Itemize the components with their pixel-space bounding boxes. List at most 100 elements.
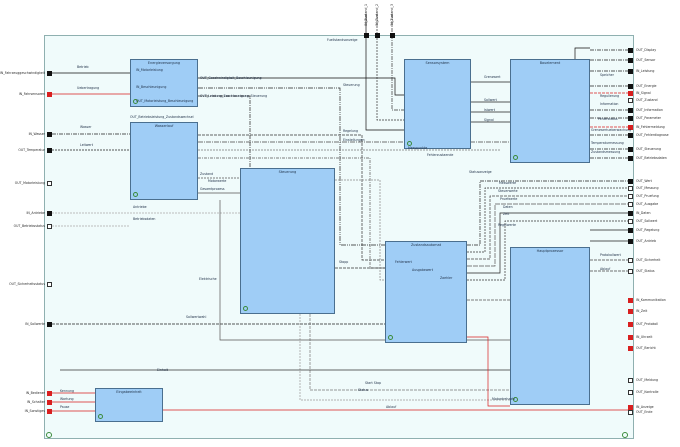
right-port-pin[interactable] xyxy=(628,47,633,53)
block-eingabeeinheit[interactable]: Eingabeeinheit xyxy=(95,388,163,422)
right-port-pin[interactable] xyxy=(628,345,633,351)
right-port-pin[interactable] xyxy=(628,146,633,152)
right-port-label: OUT_Protokoll xyxy=(636,322,659,326)
right-port-pin[interactable] xyxy=(628,115,633,121)
right-port-pin[interactable] xyxy=(628,185,633,191)
block-status-icon xyxy=(407,141,412,146)
block-status-icon xyxy=(388,335,393,340)
right-port-pin[interactable] xyxy=(628,257,633,263)
right-port-pin[interactable] xyxy=(628,193,633,199)
wire xyxy=(590,259,630,272)
wire xyxy=(299,314,510,401)
right-port-pin[interactable] xyxy=(628,268,633,274)
right-port-pin[interactable] xyxy=(628,321,633,327)
signal-label: OUT_Betriebsleistung_Zustandswechsel xyxy=(130,115,194,119)
right-port-pin[interactable] xyxy=(628,68,633,74)
signal-label: Regelwerte xyxy=(498,223,516,227)
right-port-pin[interactable] xyxy=(628,83,633,89)
wire xyxy=(52,392,95,412)
right-port-label: IN_Leistung xyxy=(636,69,655,73)
right-port-label: OUT_Sensor xyxy=(636,58,656,62)
right-port-pin[interactable] xyxy=(628,334,633,340)
wire xyxy=(467,180,630,246)
left-port-pin[interactable] xyxy=(47,180,52,186)
right-port-pin[interactable] xyxy=(628,155,633,161)
right-port-pin[interactable] xyxy=(628,107,633,113)
left-port-label: IN_Schalter xyxy=(26,400,45,404)
block-title: Hauptprozessor xyxy=(536,249,564,253)
right-port-label: IN_Fehlermeldung xyxy=(636,125,665,129)
right-port-pin[interactable] xyxy=(628,210,633,216)
block-status-icon xyxy=(133,192,138,197)
top-port-pin[interactable] xyxy=(389,33,395,38)
right-port-label: OUT_Antrieb xyxy=(636,239,657,243)
left-port-label: OUT_Motorleistung xyxy=(14,181,45,185)
signal-label: Ablauf xyxy=(386,405,397,409)
right-port-pin[interactable] xyxy=(628,238,633,244)
block-status-icon xyxy=(513,155,518,160)
right-port-label: OUT_Sicherheit xyxy=(636,258,661,262)
right-port-label: IN_Daten xyxy=(636,211,651,215)
left-port-pin[interactable] xyxy=(47,147,52,153)
right-port-pin[interactable] xyxy=(628,178,633,184)
left-port-pin[interactable] xyxy=(47,223,52,229)
right-port-pin[interactable] xyxy=(628,90,633,96)
left-port-pin[interactable] xyxy=(47,210,52,216)
signal-label: Grenzwert xyxy=(484,75,501,79)
top-port-pin[interactable] xyxy=(374,33,380,38)
right-port-pin[interactable] xyxy=(628,297,633,303)
right-port-pin[interactable] xyxy=(628,218,633,224)
left-port-pin[interactable] xyxy=(47,408,52,414)
signal-label: Ablauf xyxy=(600,267,611,271)
block-steuerung[interactable]: Steuerung xyxy=(240,168,335,314)
wire xyxy=(467,195,630,260)
signal-label: Status xyxy=(358,388,369,392)
left-port-pin[interactable] xyxy=(47,399,52,405)
right-port-pin[interactable] xyxy=(628,227,633,233)
signal-label: OUT_Motorleistung_Beschleunigung xyxy=(136,99,194,103)
block-hauptprozessor[interactable]: Hauptprozessor xyxy=(510,247,590,405)
left-port-label: IN_Fahrsensoren xyxy=(18,92,45,96)
wire xyxy=(376,14,404,121)
right-port-pin[interactable] xyxy=(628,57,633,63)
right-port-pin[interactable] xyxy=(628,124,633,130)
left-port-pin[interactable] xyxy=(47,131,52,137)
block-zustandsautomat[interactable]: Zustandsautomat xyxy=(385,241,467,343)
block-status-icon xyxy=(243,306,248,311)
right-port-pin[interactable] xyxy=(628,201,633,207)
wire xyxy=(467,187,630,253)
left-port-label: IN_Sonstiges xyxy=(24,409,45,413)
signal-label: OUT_Leistung_Beschleunigung_Steuerung xyxy=(200,94,268,98)
right-port-label: IN_Anzeige xyxy=(636,405,654,409)
right-port-label: OUT_Status xyxy=(636,269,655,273)
block-wasserlauf[interactable]: Wasserlauf xyxy=(130,122,198,200)
right-port-pin[interactable] xyxy=(628,97,633,103)
block-title: Energieversorgung xyxy=(147,61,181,65)
right-port-pin[interactable] xyxy=(628,132,633,138)
block-title: Sensorsystem xyxy=(425,61,450,65)
right-port-pin[interactable] xyxy=(628,377,633,383)
signal-label: Messwerte xyxy=(499,181,517,185)
right-port-label: OUT_Information xyxy=(636,108,663,112)
right-port-label: OUT_Bericht xyxy=(636,346,656,350)
block-bauelement[interactable]: Bauelement xyxy=(510,59,590,163)
top-port-pin[interactable] xyxy=(363,33,369,38)
block-energieversorgung[interactable]: Energieversorgung xyxy=(130,59,198,107)
wire xyxy=(590,49,630,159)
right-port-pin[interactable] xyxy=(628,404,633,410)
left-port-pin[interactable] xyxy=(47,91,52,97)
left-port-pin[interactable] xyxy=(47,321,52,327)
wire xyxy=(471,81,510,123)
right-port-pin[interactable] xyxy=(628,389,633,395)
signal-label: Gesamtprozess xyxy=(200,187,225,191)
left-port-pin[interactable] xyxy=(47,390,52,396)
signal-label: Start Stop xyxy=(365,381,382,385)
left-port-pin[interactable] xyxy=(47,281,52,287)
block-sensorsystem[interactable]: Sensorsystem xyxy=(404,59,471,149)
right-port-pin[interactable] xyxy=(628,308,633,314)
wire xyxy=(590,92,630,128)
right-port-pin[interactable] xyxy=(628,409,633,415)
wire xyxy=(467,336,510,407)
left-port-pin[interactable] xyxy=(47,70,52,76)
